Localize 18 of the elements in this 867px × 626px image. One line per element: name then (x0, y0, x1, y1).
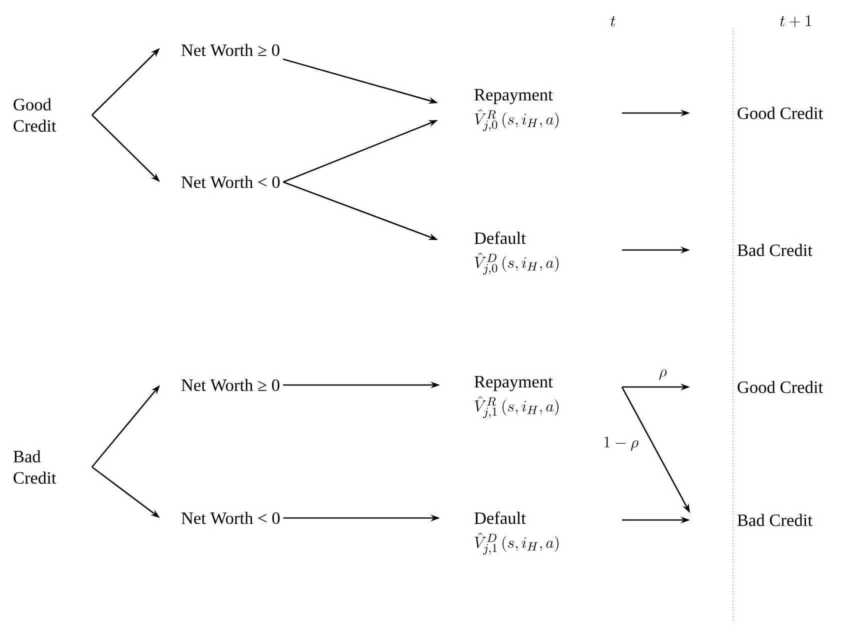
node-text: Bad Credit (737, 514, 812, 526)
node-text: Bad Credit (737, 244, 812, 256)
node-text: Net Worth < 0 (181, 176, 280, 188)
time-label: $t+1$ (780, 15, 812, 28)
node-text: Default $\hat{V}^{D}_{j,0}\left(s,i_H,a\right)$ (474, 232, 558, 275)
node-text: Net Worth ≥ 0 (181, 44, 280, 56)
node-text: Bad Credit (13, 450, 56, 484)
node-text: Net Worth < 0 (181, 512, 280, 524)
time-label: $t$ (610, 16, 616, 26)
node-text: Repayment $\hat{V}^{R}_{j,1}\left(s,i_H,a\right)$ (474, 376, 558, 418)
node-text: Good Credit (738, 380, 823, 394)
node-text: Default $\hat{V}^{D}_{j,1}\left(s,i_H,a\right)$ (474, 512, 558, 555)
edge-label: $1-\rho$ (604, 436, 638, 451)
node-text: Repayment $\hat{V}^{R}_{j,0}\left(s,i_H,a\right)$ (474, 89, 558, 132)
node-text: Good Credit (738, 106, 823, 120)
node-text: Net Worth ≥ 0 (181, 378, 280, 392)
node-text: Good Credit (14, 98, 56, 132)
edge-label: $\rho$ (659, 369, 667, 380)
